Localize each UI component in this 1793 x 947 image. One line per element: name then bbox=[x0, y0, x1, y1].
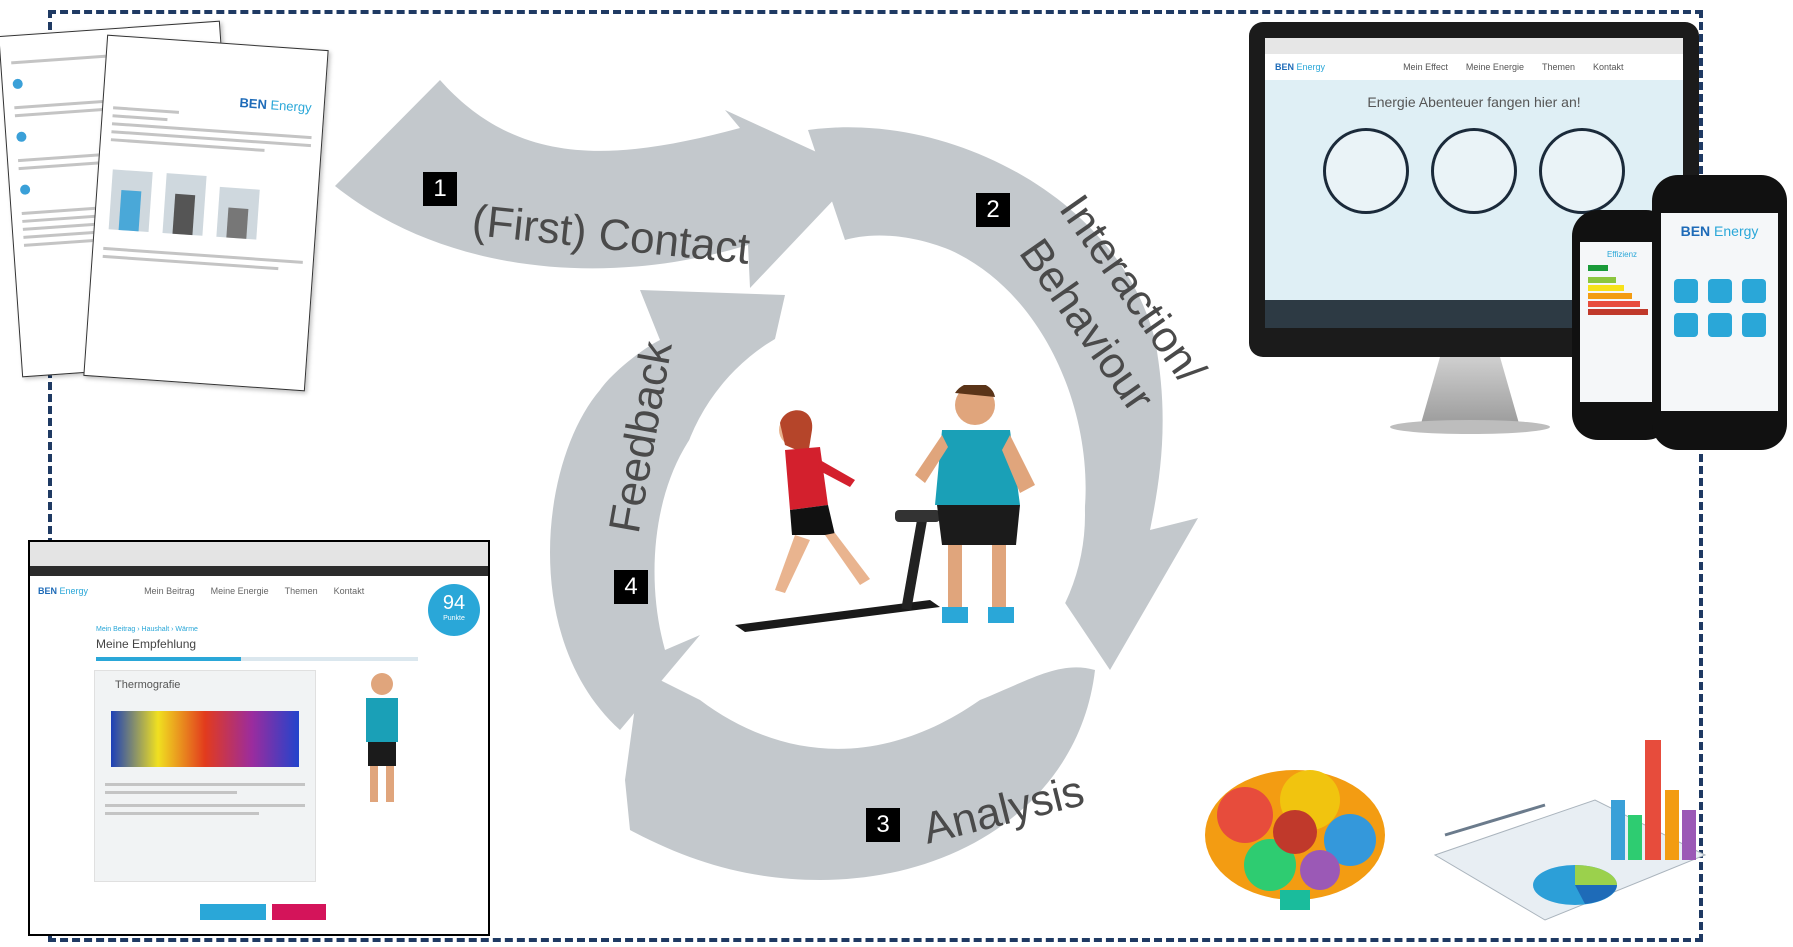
website-nav-3[interactable]: Themen bbox=[1541, 62, 1575, 72]
website-nav-2[interactable]: Meine Energie bbox=[1465, 62, 1524, 72]
chart-icon bbox=[1433, 740, 1707, 921]
step-1-badge: 1 bbox=[423, 172, 457, 206]
website-brand-suffix: Energy bbox=[1296, 62, 1326, 72]
letter-document-icon: BEN Energy bbox=[83, 34, 329, 392]
arrow-contact bbox=[335, 80, 860, 288]
score-badge: 94 Punkte bbox=[428, 584, 480, 636]
letter-brand-suffix: Energy bbox=[269, 97, 313, 116]
website-nav-1[interactable]: Mein Effect bbox=[1403, 62, 1448, 72]
shot-coach-icon bbox=[366, 673, 398, 802]
app-item-title: Effizienz bbox=[1606, 250, 1638, 259]
shot-page-title: Meine Empfehlung bbox=[96, 637, 197, 651]
step-4-badge: 4 bbox=[614, 570, 648, 604]
treadmill-runner-icon bbox=[735, 385, 1035, 632]
arrow-analysis bbox=[625, 667, 1095, 880]
letter-brand-prefix: BEN bbox=[238, 95, 268, 112]
step-2-badge: 2 bbox=[976, 193, 1010, 227]
step-3-badge: 3 bbox=[866, 808, 900, 842]
shot-card-title: Thermografie bbox=[115, 679, 181, 691]
shot-blue-button[interactable] bbox=[200, 904, 266, 920]
website-headline: Energie Abenteuer fangen hier an! bbox=[1367, 94, 1581, 110]
shot-nav-2[interactable]: Meine Energie bbox=[210, 586, 269, 596]
shot-brand-prefix: BEN bbox=[38, 586, 58, 596]
web-screenshot-icon: BEN Energy Mein Beitrag Meine Energie Th… bbox=[28, 540, 490, 936]
shot-nav-3[interactable]: Themen bbox=[284, 586, 318, 596]
website-nav-4[interactable]: Kontakt bbox=[1593, 62, 1624, 72]
app-brand-suffix: Energy bbox=[1714, 223, 1759, 239]
shot-magenta-button[interactable] bbox=[272, 904, 326, 920]
smartphone-large-icon: BEN Energy bbox=[1652, 175, 1787, 450]
dashed-frame bbox=[48, 10, 1703, 942]
brain-gears-icon bbox=[1205, 770, 1385, 910]
shot-breadcrumb: Mein Beitrag › Haushalt › Wärme bbox=[96, 626, 198, 633]
shot-nav-1[interactable]: Mein Beitrag bbox=[144, 586, 195, 596]
monitor-screen: BEN Energy Mein Effect Meine Energie The… bbox=[1265, 38, 1683, 328]
shot-brand-suffix: Energy bbox=[59, 586, 89, 596]
shot-nav-4[interactable]: Kontakt bbox=[333, 586, 365, 596]
app-brand-prefix: BEN bbox=[1680, 223, 1711, 239]
website-brand-prefix: BEN bbox=[1275, 62, 1295, 72]
monitor-foot bbox=[1390, 420, 1550, 434]
monitor-icon: BEN Energy Mein Effect Meine Energie The… bbox=[1249, 22, 1699, 357]
arrow-interaction bbox=[808, 127, 1198, 670]
